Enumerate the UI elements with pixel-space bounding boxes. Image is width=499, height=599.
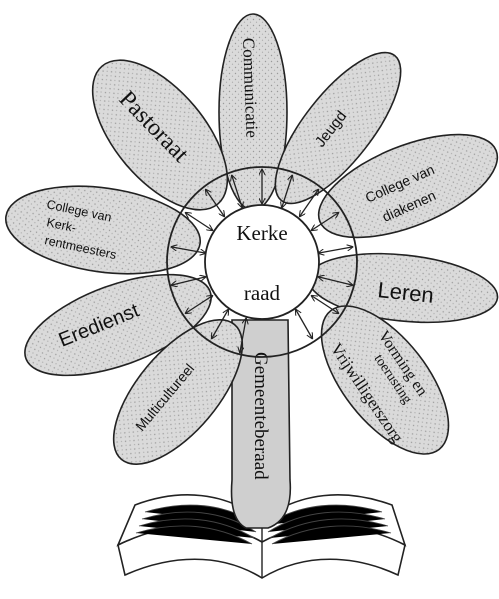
- stem-label: Gemeenteberaad: [250, 352, 271, 480]
- center-label-line2: raad: [244, 281, 281, 305]
- label-communicatie: Communicatie: [239, 37, 261, 138]
- center-label-line1: Kerke: [236, 221, 287, 245]
